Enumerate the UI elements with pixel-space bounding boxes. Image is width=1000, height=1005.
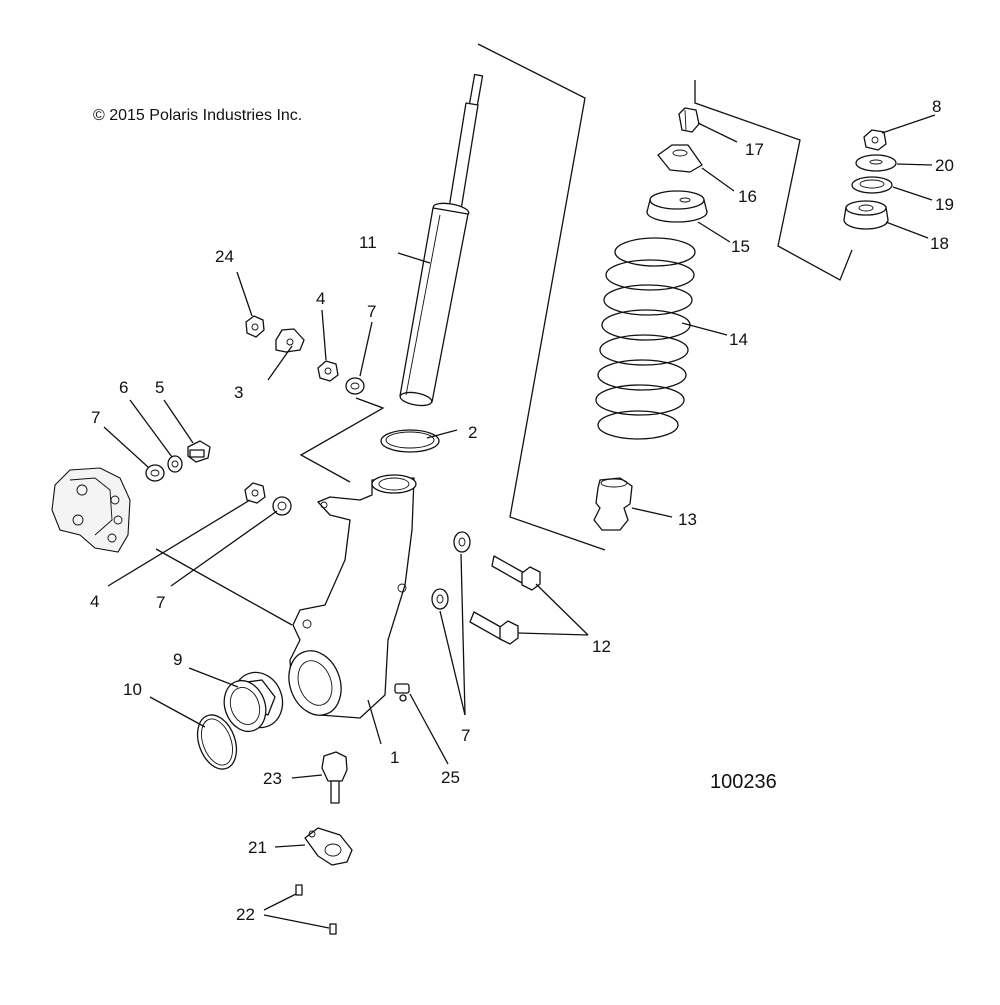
- ball-joint-23: [321, 751, 348, 804]
- grease-fitting-25: [394, 683, 410, 702]
- callout-25: 25: [441, 768, 460, 787]
- callout-10: 10: [123, 680, 142, 699]
- washer-7-mid: [272, 496, 292, 516]
- callout-18: 18: [930, 234, 949, 253]
- callout-7-upper: 7: [367, 302, 376, 321]
- nut-17: [678, 107, 700, 133]
- washer-7-right-lower: [431, 588, 449, 610]
- figure-number: 100236: [710, 771, 777, 793]
- bearing-9: [223, 671, 284, 733]
- callout-11: 11: [359, 233, 377, 252]
- callout-16: 16: [738, 187, 757, 206]
- callout-17: 17: [745, 140, 764, 159]
- washer-7-right-upper: [453, 531, 471, 553]
- bolts-12: [469, 555, 541, 645]
- callout-7-mid: 7: [156, 593, 165, 612]
- spring-seat-15: [646, 190, 708, 223]
- callout-5: 5: [155, 378, 164, 397]
- snap-ring-10: [196, 714, 238, 770]
- callout-21: 21: [248, 838, 267, 857]
- brake-caliper: [51, 467, 131, 553]
- shock-absorber: [399, 73, 484, 407]
- nut-24: [245, 315, 265, 338]
- washer-6: [167, 455, 183, 473]
- plate-21: [304, 827, 353, 866]
- callout-7-right: 7: [461, 726, 470, 745]
- washer-7-left: [145, 464, 165, 482]
- coil-spring-14: [595, 237, 696, 440]
- callout-15: 15: [731, 237, 750, 256]
- callout-22: 22: [236, 905, 255, 924]
- nut-8: [863, 129, 887, 151]
- bushing-18: [843, 200, 889, 230]
- callout-12: 12: [592, 637, 611, 656]
- callout-1: 1: [390, 748, 399, 767]
- washer-20: [855, 154, 897, 172]
- callout-7-left: 7: [91, 408, 100, 427]
- callout-9: 9: [173, 650, 182, 669]
- callout-6: 6: [119, 378, 128, 397]
- callout-19: 19: [935, 195, 954, 214]
- callout-14: 14: [729, 330, 748, 349]
- seal-ring: [380, 429, 440, 453]
- dome-16: [657, 144, 703, 173]
- copyright-text: © 2015 Polaris Industries Inc.: [93, 107, 302, 124]
- nut-4-lower: [244, 482, 266, 504]
- callout-13: 13: [678, 510, 697, 529]
- leader-lines: [103, 114, 936, 929]
- screws-22: [295, 884, 337, 935]
- callout-3: 3: [234, 383, 243, 402]
- callout-4-upper: 4: [316, 289, 325, 308]
- nut-4-upper: [317, 360, 339, 382]
- washer-19: [851, 176, 893, 194]
- callout-24: 24: [215, 247, 234, 266]
- callout-labels: 1 2 3 4 4 5 6 7 7 7 7 8 9 10 11 12 13 14…: [90, 97, 954, 924]
- bump-stop-13: [593, 477, 633, 531]
- clip-3: [275, 328, 305, 353]
- washer-7-upper: [345, 377, 365, 395]
- callout-2: 2: [468, 423, 477, 442]
- strut-bracket-lines: [299, 43, 853, 551]
- callout-8: 8: [932, 97, 941, 116]
- steering-knuckle: [288, 474, 417, 719]
- callout-23: 23: [263, 769, 282, 788]
- callout-20: 20: [935, 156, 954, 175]
- bolt-5: [187, 440, 211, 463]
- callout-4-lower: 4: [90, 592, 99, 611]
